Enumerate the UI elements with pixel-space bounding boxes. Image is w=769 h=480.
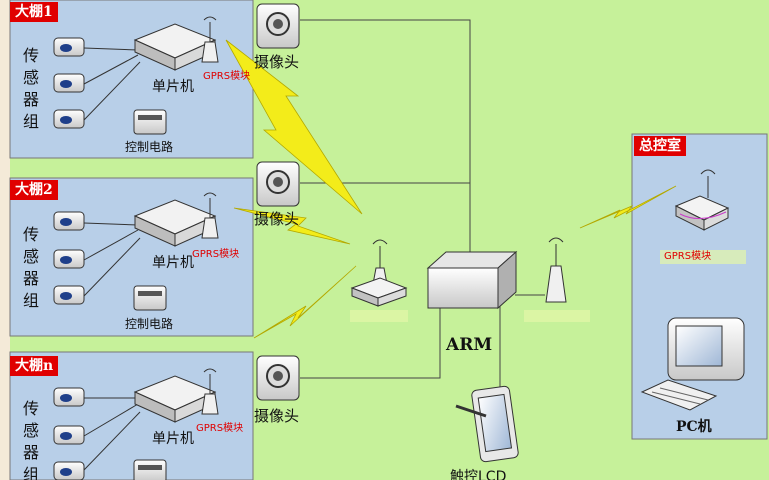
lightning-icon — [579, 185, 677, 229]
greenhouse-n-gprs-label: GPRS模块 — [196, 423, 244, 434]
sensor-icon — [53, 285, 85, 305]
lightning-icon — [225, 39, 363, 215]
control-room-router-icon — [660, 169, 746, 264]
sensor-icon — [53, 425, 85, 445]
sensor-icon — [53, 73, 85, 93]
greenhouse-n-mcu-label: 单片机 — [152, 431, 194, 447]
sensor-icon — [53, 109, 85, 129]
camera-icon — [256, 161, 300, 207]
antenna-icon — [201, 16, 219, 63]
sensor-icon — [53, 387, 85, 407]
greenhouse-2-control-label: 控制电路 — [125, 317, 174, 331]
greenhouse-n-sensor-group-label: 传感器组 — [22, 399, 39, 480]
control-room-title: 总控室 — [634, 136, 686, 156]
control-circuit-icon — [133, 459, 167, 480]
touch-lcd-label: 触控LCD — [450, 469, 507, 480]
lightning-icon — [253, 265, 357, 339]
greenhouse-2-sensor-group-label: 传感器组 — [22, 225, 39, 310]
camera-icon — [256, 3, 300, 49]
lightning-icon — [233, 207, 351, 245]
greenhouse-1-gprs-label: GPRS模块 — [203, 71, 251, 82]
greenhouse-1-sensor-group-label: 传感器组 — [22, 46, 39, 131]
control-circuit-icon — [133, 109, 167, 135]
sensor-icon — [53, 249, 85, 269]
sensor-icon — [53, 37, 85, 57]
pc-icon — [640, 317, 745, 411]
camera-icon — [256, 355, 300, 401]
greenhouse-2-camera-label: 摄像头 — [254, 210, 300, 228]
arm-box-icon — [426, 250, 518, 310]
greenhouse-1-control-label: 控制电路 — [125, 140, 174, 154]
greenhouse-2-title: 大棚2 — [10, 180, 58, 200]
greenhouse-2-panel — [9, 177, 254, 337]
greenhouse-2-gprs-label: GPRS模块 — [192, 249, 240, 260]
greenhouse-n-camera-label: 摄像头 — [254, 407, 300, 425]
greenhouse-n-devices — [53, 355, 300, 480]
control-room-gprs-label: GPRS模块 — [664, 251, 712, 262]
greenhouse-1-camera-label: 摄像头 — [254, 53, 300, 71]
greenhouse-1-title: 大棚1 — [10, 2, 58, 22]
arm-label: ARM — [446, 335, 493, 355]
greenhouse-2-devices — [53, 161, 300, 311]
sensor-icon — [53, 211, 85, 231]
greenhouse-1-devices — [53, 3, 300, 135]
greenhouse-1-mcu-label: 单片机 — [152, 79, 194, 95]
greenhouse-n-title: 大棚n — [10, 356, 59, 376]
central-receiver-icon — [350, 239, 408, 322]
antenna-icon — [201, 192, 219, 239]
greenhouse-2-mcu-label: 单片机 — [152, 255, 194, 271]
wireless-links — [225, 39, 677, 339]
pc-label: PC机 — [676, 419, 712, 435]
control-room-panel — [631, 133, 768, 440]
touch-lcd-icon — [455, 385, 519, 463]
control-circuit-icon — [133, 285, 167, 311]
sensor-icon — [53, 461, 85, 480]
antenna-icon — [201, 368, 219, 415]
arm-antenna-icon — [524, 237, 590, 322]
